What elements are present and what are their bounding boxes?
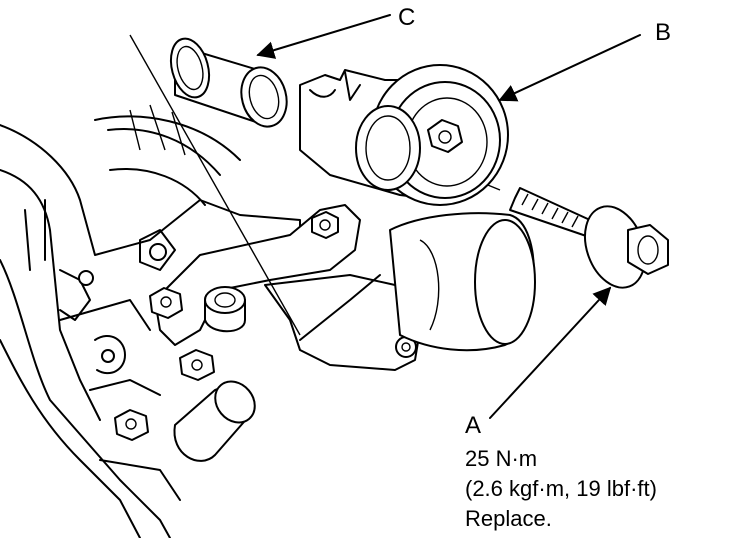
lower-cylinder — [173, 380, 256, 462]
bolt-upper — [311, 211, 339, 239]
callout-b: B — [655, 19, 671, 46]
leader-a — [489, 286, 612, 419]
leader-b — [498, 34, 641, 102]
torque-spec-alt: (2.6 kgf·m, 19 lbf·ft) — [465, 476, 657, 501]
bracket-bolts — [114, 211, 339, 441]
bracket-boss — [204, 286, 246, 333]
callout-a: A — [465, 412, 481, 439]
collar-c — [169, 37, 288, 128]
idler-pulley-b — [299, 64, 509, 206]
replace-note: Replace. — [465, 506, 552, 531]
leader-c — [256, 14, 391, 59]
center-line — [129, 34, 301, 336]
tensioner-bracket — [154, 204, 421, 371]
bolt-bottom — [114, 409, 149, 441]
bolt-lower — [179, 349, 215, 381]
tensioner-housing — [389, 212, 536, 352]
callout-c: C — [398, 4, 415, 31]
bolt-left — [149, 287, 183, 319]
engine-block — [0, 104, 301, 538]
torque-spec: 25 N·m — [465, 446, 537, 471]
bolt-a — [509, 187, 669, 289]
